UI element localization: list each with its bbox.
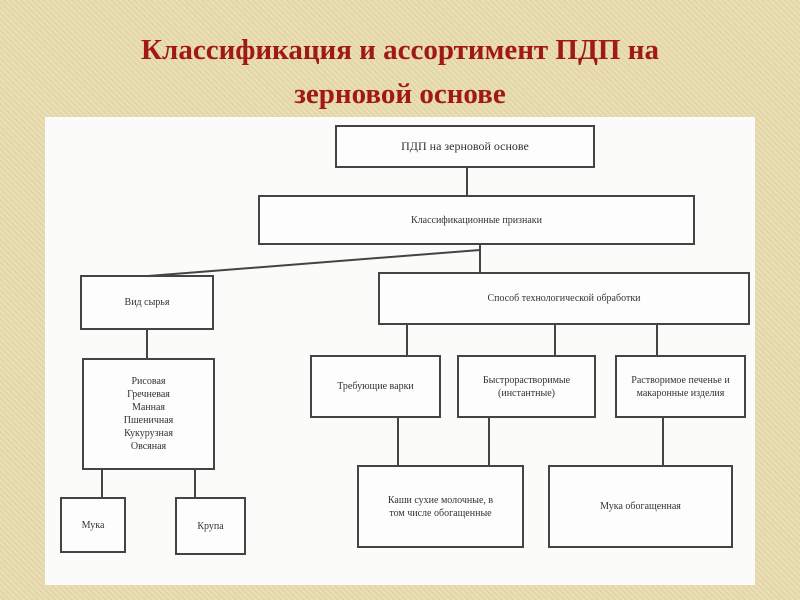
grain-item: Рисовая xyxy=(131,376,166,387)
fortified-flour-node: Мука обогащенная xyxy=(548,465,733,548)
grain-item: Гречневая xyxy=(127,389,170,400)
title-line-1: Классификация и ассортимент ПДП на xyxy=(141,34,659,66)
grain-item: Кукурузная xyxy=(124,428,173,439)
groats-node: Крупа xyxy=(175,497,246,555)
title-line-2: зерновой основе xyxy=(294,78,506,110)
connector xyxy=(147,249,481,277)
processing-node: Способ технологической обработки xyxy=(378,272,750,325)
cooking-required-node: Требующие варки xyxy=(310,355,441,418)
grain-item: Манная xyxy=(131,402,166,413)
slide-title: Классификация и ассортимент ПДП на зерно… xyxy=(0,28,800,116)
grain-item: Пшеничная xyxy=(123,415,174,426)
grain-item: Овсяная xyxy=(130,441,167,452)
flour-node: Мука xyxy=(60,497,126,553)
dry-porridge-node: Каши сухие молочные, в том числе обогаще… xyxy=(357,465,524,548)
criteria-node: Классификационные признаки xyxy=(258,195,695,245)
grains-node: Рисовая Гречневая Манная Пшеничная Кукур… xyxy=(82,358,215,470)
raw-type-node: Вид сырья xyxy=(80,275,214,330)
root-node: ПДП на зерновой основе xyxy=(335,125,595,168)
soluble-node: Растворимое печенье и макаронные изделия xyxy=(615,355,746,418)
instant-node: Быстрорастворимые (инстантные) xyxy=(457,355,596,418)
